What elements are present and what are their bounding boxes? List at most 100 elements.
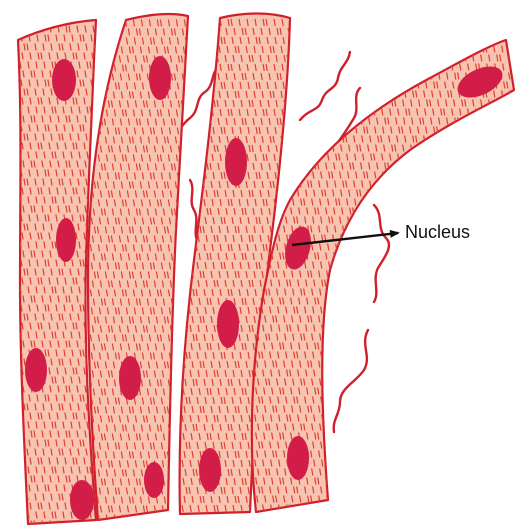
striation-mark [441,289,442,295]
striation-mark [410,397,411,403]
striation-mark [451,46,452,52]
striation-mark [327,46,328,52]
striation-mark [409,154,410,160]
striation-mark [287,190,288,196]
striation-mark [385,208,386,214]
striation-mark [361,478,362,484]
striation-mark [474,208,475,214]
striation-mark [307,73,308,79]
striation-mark [418,397,419,403]
striation-mark [493,433,494,439]
striation-mark [406,244,407,250]
striation-mark [416,46,417,52]
striation-mark [376,370,377,376]
striation-mark [396,433,397,439]
striation-mark [431,433,432,439]
striation-mark [479,379,480,385]
striation-mark [487,109,488,115]
striation-mark [183,164,184,170]
striation-mark [448,451,449,457]
striation-mark [427,145,428,151]
striation-mark [430,325,431,331]
striation-mark [510,181,511,187]
striation-mark [340,262,341,268]
striation-mark [488,127,489,133]
striation-mark [440,271,441,277]
striation-mark [196,20,197,26]
striation-mark [497,415,498,421]
striation-mark [481,280,482,286]
striation-mark [326,343,327,349]
striation-mark [343,496,344,502]
striation-mark [424,316,425,322]
striation-mark [329,442,330,448]
striation-mark [511,424,512,430]
striation-mark [458,163,459,169]
striation-mark [290,55,291,61]
striation-mark [333,100,334,106]
striation-mark [304,154,305,160]
striation-mark [398,469,399,475]
striation-mark [385,73,386,79]
striation-mark [378,496,379,502]
striation-mark [455,343,456,349]
striation-mark [509,388,510,394]
striation-mark [398,64,399,70]
striation-mark [461,127,462,133]
striation-mark [503,154,504,160]
striation-mark [402,172,403,178]
striation-mark [465,460,466,466]
striation-mark [490,253,491,259]
striation-mark [353,253,354,259]
striation-mark [391,217,392,223]
striation-mark [335,361,336,367]
striation-mark [472,307,473,313]
striation-mark [434,487,435,493]
striation-mark [461,442,462,448]
striation-mark [403,190,404,196]
striation-mark [402,262,403,268]
striation-mark [444,334,445,340]
striation-mark [184,290,185,296]
striation-mark [468,334,469,340]
striation-mark [500,370,501,376]
striation-mark [182,281,183,287]
striation-mark [483,406,484,412]
striation-mark [178,416,179,422]
striation-mark [475,271,476,277]
striation-mark [444,469,445,475]
striation-mark [306,145,307,151]
striation-mark [327,316,328,322]
striation-mark [185,110,186,116]
striation-mark [448,46,449,52]
striation-mark [493,163,494,169]
striation-mark [369,343,370,349]
striation-mark [451,316,452,322]
striation-mark [191,209,192,215]
striation-mark [307,163,308,169]
striation-mark [462,370,463,376]
striation-mark [101,74,102,80]
striation-mark [184,227,185,233]
striation-mark [509,298,510,304]
striation-mark [425,64,426,70]
striation-mark [454,460,455,466]
striation-mark [388,73,389,79]
striation-mark [418,352,419,358]
striation-mark [466,478,467,484]
striation-mark [184,110,185,116]
striation-mark [375,442,376,448]
striation-mark [370,91,371,97]
striation-mark [378,361,379,367]
striation-mark [327,406,328,412]
striation-mark [452,379,453,385]
striation-mark [458,343,459,349]
striation-mark [431,163,432,169]
striation-mark [465,370,466,376]
striation-mark [397,406,398,412]
striation-mark [183,317,184,323]
striation-mark [446,505,447,511]
striation-mark [430,190,431,196]
striation-mark [416,316,417,322]
striation-mark [438,370,439,376]
